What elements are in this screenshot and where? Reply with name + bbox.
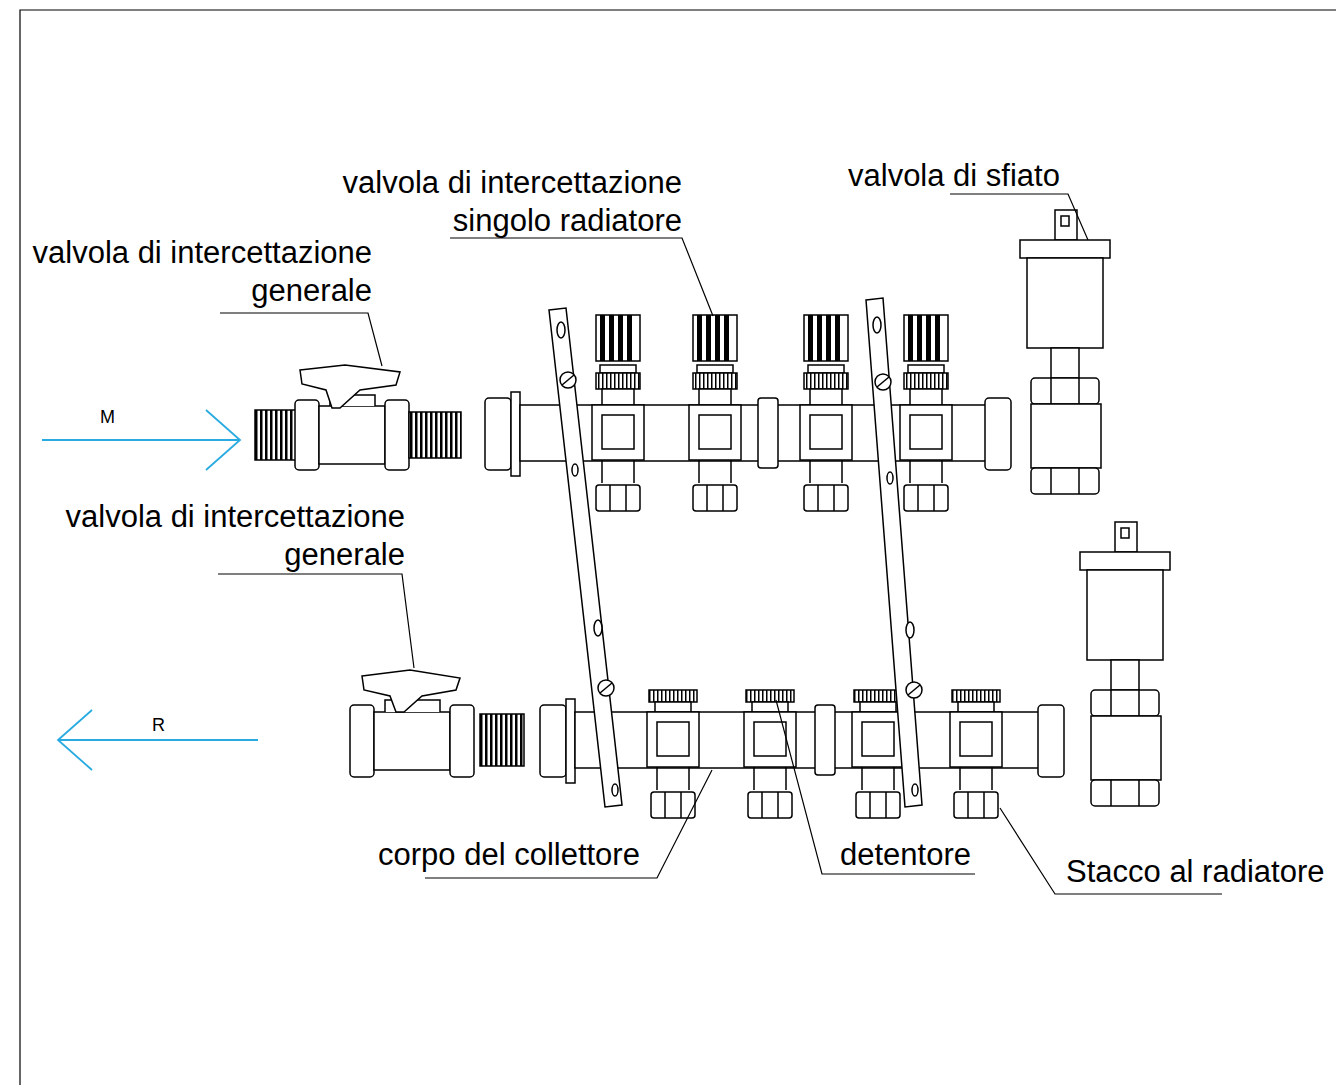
part-label: valvola di intercettazione generale bbox=[18, 234, 372, 310]
part-label: corpo del collettore bbox=[378, 836, 640, 874]
part-label: valvola di intercettazione singolo radia… bbox=[312, 164, 682, 240]
part-label: valvola di intercettazione generale bbox=[48, 498, 405, 574]
part-label: valvola di sfiato bbox=[848, 157, 1060, 195]
part-label: Stacco al radiatore bbox=[1066, 853, 1324, 891]
flow-label: M bbox=[100, 406, 115, 428]
flow-label: R bbox=[152, 714, 165, 736]
part-label: detentore bbox=[840, 836, 971, 874]
